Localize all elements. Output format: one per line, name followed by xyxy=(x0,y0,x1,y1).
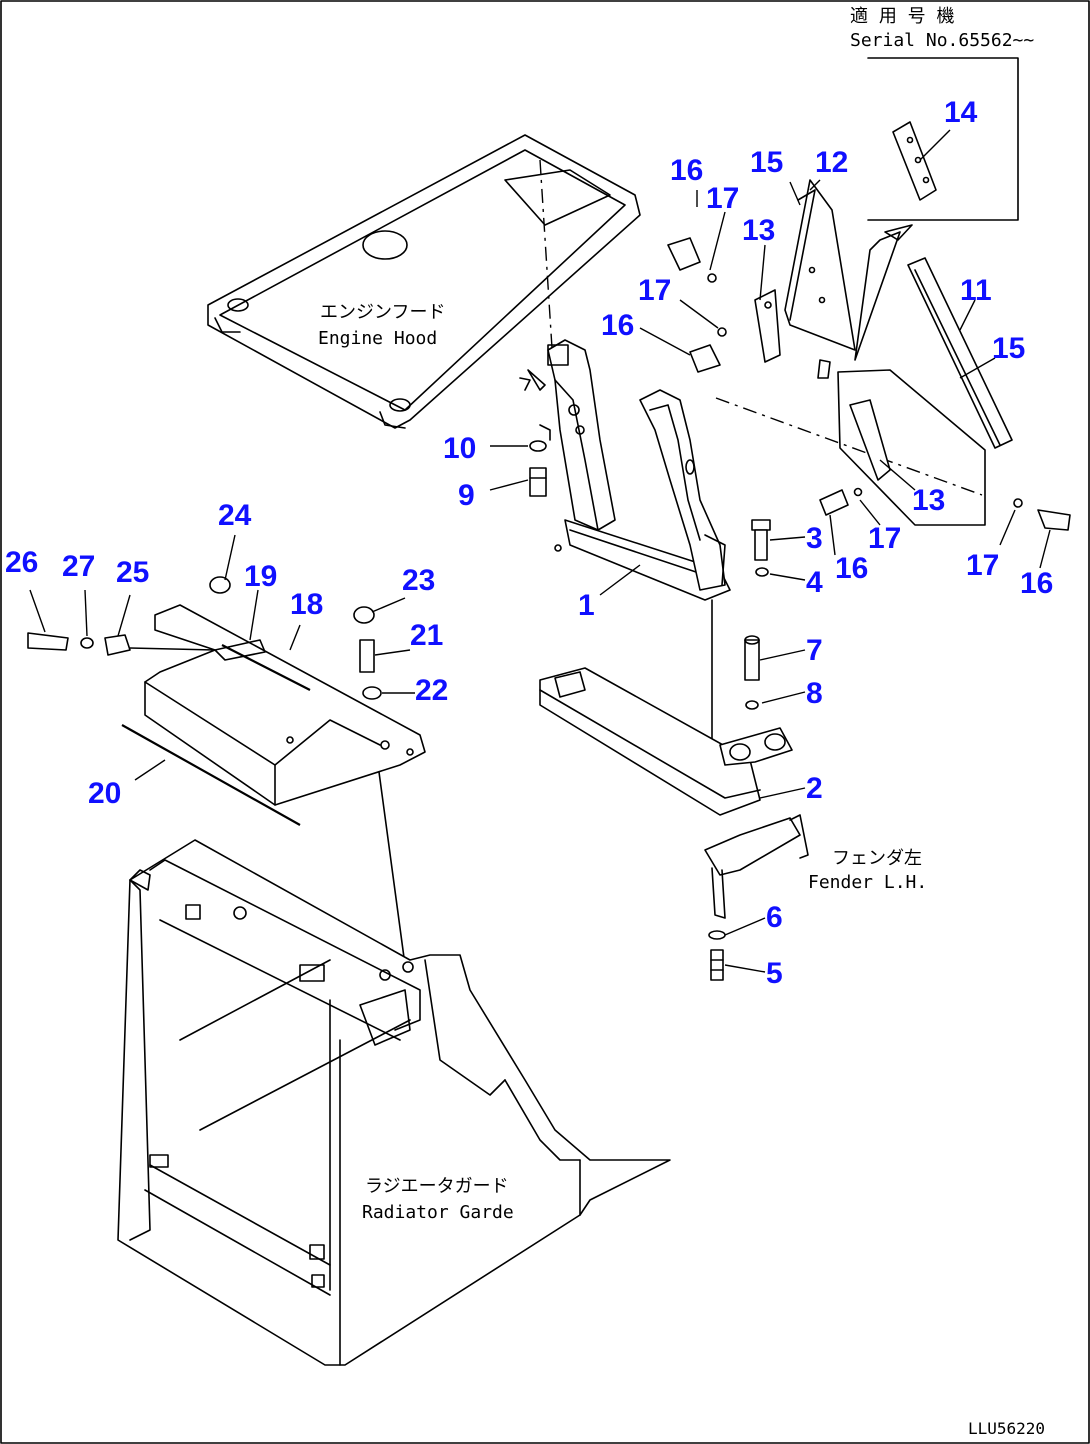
callout-15: 15 xyxy=(750,146,783,179)
bolt-9-washer-10 xyxy=(519,369,551,497)
callout-1: 1 xyxy=(578,589,595,622)
callout-12: 12 xyxy=(815,146,848,179)
radiator-guard: ラジエータガード Radiator Garde xyxy=(117,839,671,1366)
bracket-1 xyxy=(547,339,731,601)
callout-18: 18 xyxy=(290,588,323,621)
assembly-line xyxy=(715,397,983,496)
engine-hood-jp-label: エンジンフード xyxy=(320,302,445,323)
fender-jp-label: フェンダ左 xyxy=(832,848,922,869)
callout-9: 9 xyxy=(458,479,475,512)
inset-frame xyxy=(867,57,1019,221)
bolt-7-washer-8 xyxy=(744,635,760,710)
part-14-strip xyxy=(892,121,937,201)
drawing-code: LLU56220 xyxy=(968,1419,1045,1438)
callout-20: 20 xyxy=(88,777,121,810)
callout-3: 3 xyxy=(806,522,823,555)
callout-17: 17 xyxy=(638,274,671,307)
bracket-13-upper xyxy=(754,289,781,363)
callout-21: 21 xyxy=(410,619,443,652)
callout-11: 11 xyxy=(960,274,992,307)
serial-inset: 適 用 号 機 Serial No.65562~~ xyxy=(850,6,1034,221)
callout-4: 4 xyxy=(806,566,823,599)
base-2 xyxy=(539,667,793,816)
callout-13: 13 xyxy=(742,214,775,247)
fasteners-left xyxy=(27,576,382,700)
engine-hood: エンジンフード Engine Hood xyxy=(207,134,641,429)
callout-24: 24 xyxy=(218,499,252,532)
plate-12 xyxy=(784,179,856,351)
bolt-5-washer-6 xyxy=(708,930,726,981)
callout-25: 25 xyxy=(116,556,149,589)
radiator-jp-label: ラジエータガード xyxy=(365,1176,509,1197)
callout-16: 16 xyxy=(835,552,868,585)
callout-16: 16 xyxy=(670,154,703,187)
fender-lh: フェンダ左 Fender L.H. xyxy=(704,814,927,919)
assembly-line xyxy=(539,159,553,349)
callout-26: 26 xyxy=(5,546,38,579)
callout-27: 27 xyxy=(62,550,95,583)
seal-20 xyxy=(121,724,301,826)
callout-17: 17 xyxy=(966,549,999,582)
callout-19: 19 xyxy=(244,560,277,593)
leader-lines xyxy=(29,129,1051,973)
callout-17: 17 xyxy=(706,182,739,215)
serial-jp-label: 適 用 号 機 xyxy=(850,6,955,27)
bolts-16-17-right xyxy=(819,487,1071,531)
callout-17: 17 xyxy=(868,522,901,555)
callout-23: 23 xyxy=(402,564,435,597)
fender-en-label: Fender L.H. xyxy=(808,872,927,893)
callout-13: 13 xyxy=(912,484,945,517)
callout-2: 2 xyxy=(806,772,823,805)
radiator-en-label: Radiator Garde xyxy=(362,1202,514,1223)
callout-22: 22 xyxy=(415,674,448,707)
callout-10: 10 xyxy=(443,432,476,465)
cover-18 xyxy=(144,604,426,806)
serial-no-label: Serial No.65562~~ xyxy=(850,30,1034,51)
callout-6: 6 xyxy=(766,901,783,934)
callout-7: 7 xyxy=(806,634,823,667)
plate-11 xyxy=(854,224,1013,449)
callout-5: 5 xyxy=(766,957,783,990)
engine-hood-en-label: Engine Hood xyxy=(318,328,437,349)
callout-16: 16 xyxy=(1020,567,1053,600)
callouts: 14 15 12 16 17 13 17 11 16 15 10 9 13 17… xyxy=(5,96,1053,990)
callout-14: 14 xyxy=(944,96,978,129)
callout-8: 8 xyxy=(806,677,823,710)
bolt-16-upper xyxy=(667,237,727,373)
callout-16: 16 xyxy=(601,309,634,342)
callout-15: 15 xyxy=(992,332,1025,365)
bolt-3-washer-4 xyxy=(751,519,771,577)
